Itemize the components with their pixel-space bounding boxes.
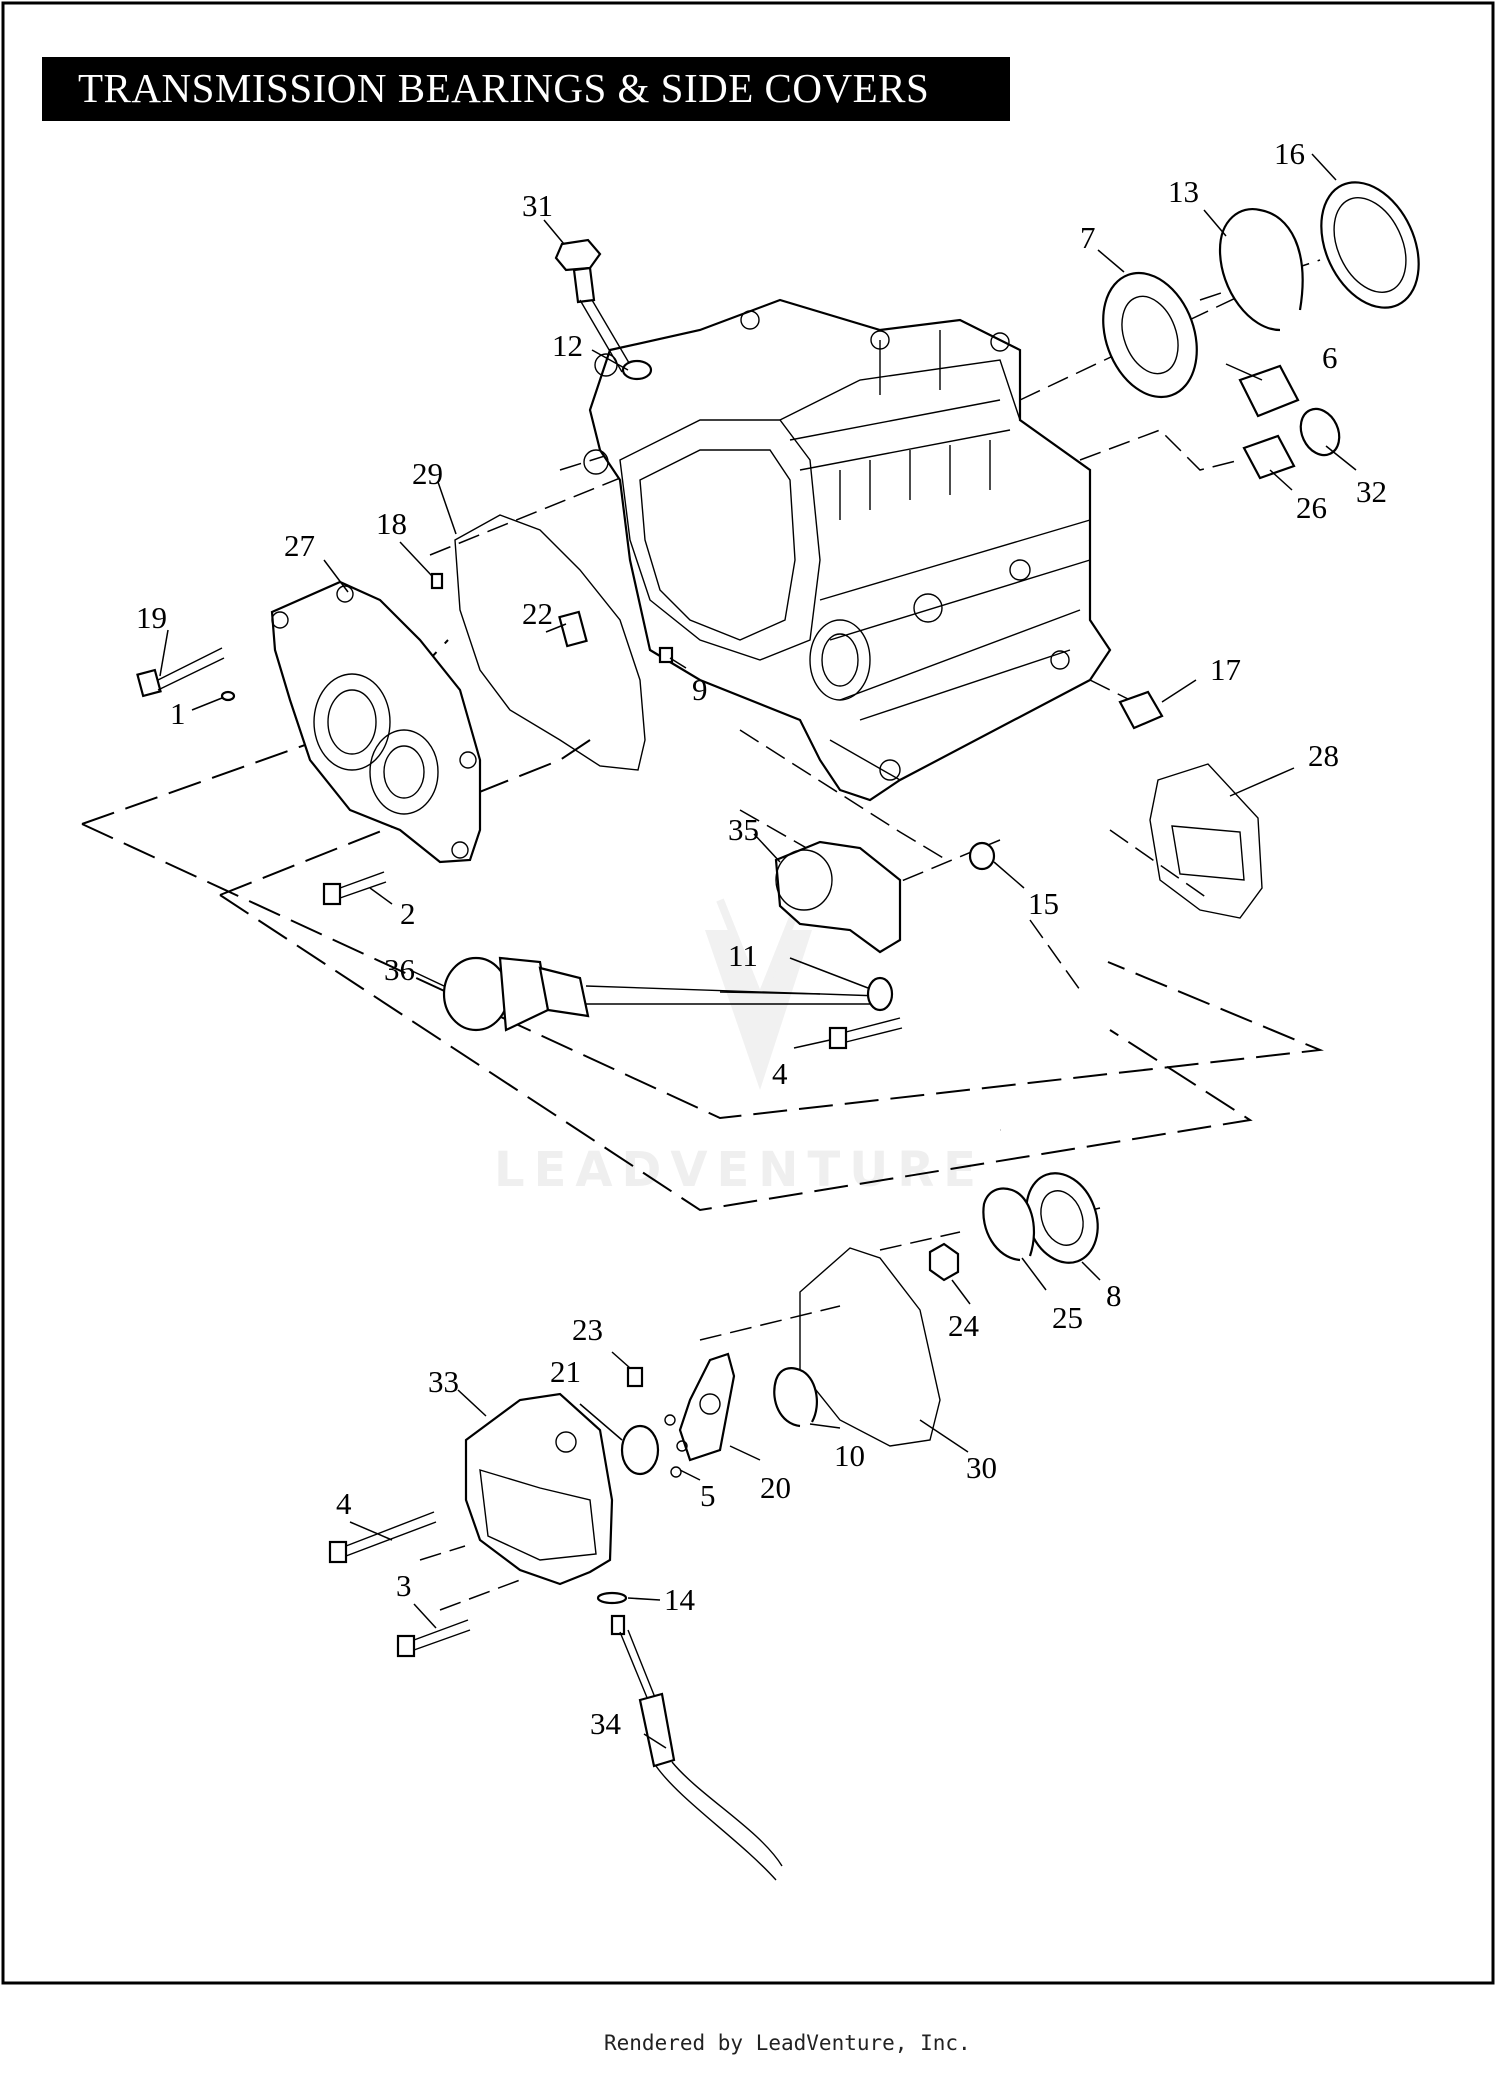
- gasket-29: [454, 514, 646, 771]
- callout-2: 2: [400, 896, 416, 931]
- ball-5-a: [664, 1414, 676, 1426]
- callout-12: 12: [552, 328, 583, 363]
- callout-26: 26: [1296, 490, 1327, 525]
- washer-12: [621, 359, 653, 381]
- o-ring-15: [968, 841, 996, 871]
- callout-17: 17: [1210, 652, 1241, 687]
- callout-3: 3: [396, 1568, 412, 1603]
- callout-9: 9: [692, 672, 708, 707]
- callout-6: 6: [1322, 340, 1338, 375]
- callout-4-lower: 4: [336, 1486, 352, 1521]
- callout-34: 34: [590, 1706, 622, 1741]
- callout-labels: 1 2 3 4 4 5 6 7 8 9 10 11 12 13 14 15 16…: [136, 136, 1387, 1741]
- callout-31: 31: [522, 188, 553, 223]
- callout-13: 13: [1168, 174, 1199, 209]
- bushing-26: [1242, 434, 1296, 480]
- seal-32: [1299, 407, 1341, 457]
- callout-19: 19: [136, 600, 167, 635]
- screw-23: [626, 1366, 644, 1388]
- callout-15: 15: [1028, 886, 1059, 921]
- footer-credit: Rendered by LeadVenture, Inc.: [604, 2031, 971, 2055]
- bolt-3: [396, 1619, 471, 1658]
- gasket-30: [799, 1247, 941, 1447]
- dipstick-36: [442, 956, 881, 1032]
- nut-24: [928, 1242, 960, 1282]
- callout-8: 8: [1106, 1278, 1122, 1313]
- callout-4-upper: 4: [772, 1056, 788, 1091]
- seal-16: [1320, 181, 1420, 309]
- callout-5: 5: [700, 1478, 716, 1513]
- callout-7: 7: [1080, 220, 1096, 255]
- callout-24: 24: [948, 1308, 980, 1343]
- callout-18: 18: [376, 506, 407, 541]
- callout-30: 30: [966, 1450, 997, 1485]
- callout-33: 33: [428, 1364, 459, 1399]
- retaining-ring-10: [773, 1367, 818, 1428]
- callout-28: 28: [1308, 738, 1339, 773]
- diagram-border: [1, 1, 1495, 1985]
- bolt-4-lower: [328, 1511, 437, 1564]
- callout-32: 32: [1356, 474, 1387, 509]
- dowel-18: [430, 572, 444, 590]
- bearing-8: [1025, 1172, 1099, 1264]
- o-ring-14: [596, 1591, 628, 1605]
- gasket-28: [1149, 763, 1263, 919]
- callout-10: 10: [834, 1438, 865, 1473]
- bushing-21: [620, 1424, 660, 1476]
- dowel-9: [658, 646, 674, 664]
- pin-1: [220, 690, 236, 702]
- ball-5-c: [670, 1466, 682, 1478]
- bearing-7: [1102, 271, 1198, 399]
- retaining-ring-25: [982, 1187, 1036, 1262]
- callout-21: 21: [550, 1354, 581, 1389]
- watermark-text: LEADVENTURE: [494, 1142, 985, 1198]
- transmission-case: [583, 298, 1112, 802]
- callout-27: 27: [284, 528, 315, 563]
- callout-36: 36: [384, 952, 415, 987]
- bolt-2: [322, 871, 387, 906]
- bolt-31: [554, 238, 633, 373]
- callout-16: 16: [1274, 136, 1305, 171]
- needle-bearing-6: [1238, 364, 1300, 418]
- diagram-title: TRANSMISSION BEARINGS & SIDE COVERS: [78, 65, 929, 111]
- bolt-4-upper: [828, 1017, 903, 1050]
- ball-5-b: [676, 1440, 688, 1452]
- speedo-cable-34: [610, 1614, 783, 1881]
- vent-elbow-35: [774, 840, 902, 954]
- watermark-logo: LEADVENTURE: [494, 898, 985, 1198]
- callout-leaders: [159, 153, 1357, 1749]
- callout-25: 25: [1052, 1300, 1083, 1335]
- callout-23: 23: [572, 1312, 603, 1347]
- gasket-28-inner: [1171, 825, 1245, 881]
- side-cover-27: [270, 580, 482, 864]
- o-ring-11: [866, 976, 894, 1012]
- dowel-22: [558, 610, 588, 648]
- shift-lever-20: [678, 1352, 736, 1462]
- retaining-ring-13: [1218, 207, 1304, 332]
- title-bar: TRANSMISSION BEARINGS & SIDE COVERS: [42, 57, 1010, 121]
- bolt-19: [136, 647, 225, 698]
- callout-29: 29: [412, 456, 443, 491]
- callout-14: 14: [664, 1582, 696, 1617]
- callout-11: 11: [728, 938, 758, 973]
- callout-20: 20: [760, 1470, 791, 1505]
- callout-1: 1: [170, 696, 186, 731]
- side-cover-33: [464, 1392, 614, 1586]
- callout-22: 22: [522, 596, 553, 631]
- plug-17: [1118, 690, 1164, 730]
- callout-35: 35: [728, 812, 759, 847]
